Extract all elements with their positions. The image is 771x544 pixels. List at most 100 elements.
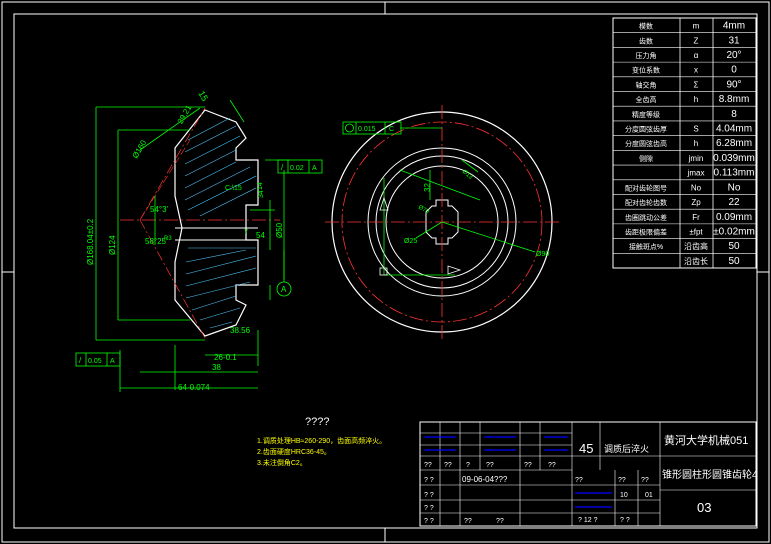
tb-part-name: 锥形圆柱形圆锥齿轮4 <box>662 468 758 481</box>
note-line-1: 1.调质处理HB≈260-290，齿面高频淬火。 <box>257 436 386 445</box>
dim-slant: Ø160 <box>131 138 149 160</box>
param-val-3: 0 <box>731 65 737 76</box>
front-callout-frame: 0.015 C <box>342 121 402 135</box>
tb-sheets-a: ? 12 ? <box>578 517 598 524</box>
tb-mark-11: ?? <box>464 518 472 525</box>
tb-drawing-no: 03 <box>697 500 711 515</box>
param-sym-0: m <box>693 22 700 31</box>
tb-mark-7: ? ? <box>424 477 434 484</box>
param-name-15: 接触斑点% <box>629 242 663 251</box>
section-dim-lines <box>95 99 290 392</box>
tb-treatment: 调质后淬火 <box>604 443 649 454</box>
param-name-8: 分度圆弦齿高 <box>625 139 667 148</box>
dim-face-angle: 58°25' <box>145 237 168 246</box>
tolerance-frame-1: / 0.02 A <box>277 159 323 174</box>
datum-a: A <box>276 250 292 297</box>
tol1-sym: / <box>281 163 284 172</box>
tb-mark-5: ?? <box>524 462 532 469</box>
param-name-4: 轴交角 <box>636 80 657 89</box>
param-name-7: 分度圆弦齿厚 <box>625 125 667 134</box>
root-cone-line <box>139 139 191 221</box>
front-view: 0.015 C 32 Ø25 Ø90 Ø70 Ø13 <box>325 105 560 340</box>
param-sym-9: jmin <box>688 154 704 163</box>
param-sym-1: Z <box>694 36 699 45</box>
param-sym-8: h <box>694 139 698 148</box>
dim-bore: Ø50 <box>275 222 284 238</box>
param-sym-14: ±fpt <box>689 227 703 236</box>
param-name-0: 模数 <box>639 22 653 31</box>
dim-pitch-d: Ø124 <box>108 235 117 255</box>
param-val-14: ±0.02mm <box>713 226 755 237</box>
param-val-10: 0.113mm <box>714 168 755 179</box>
dim-root-angle: 54°3' <box>150 205 169 214</box>
title-block: 45 调质后淬火 黄河大学机械051 锥形圆柱形圆锥齿轮4 03 09-06-0… <box>419 421 758 527</box>
param-name-1: 齿数 <box>639 36 653 45</box>
pitch-cone-line-bottom <box>139 219 206 339</box>
tb-mark-8: ? ? <box>424 492 434 499</box>
spline-bore <box>425 199 459 245</box>
param-val-4: 90° <box>726 79 741 90</box>
param-sym-7: S <box>693 125 698 134</box>
tb-scale-label-2: ?? <box>618 477 626 484</box>
dim-thread: C:\15 <box>225 185 242 192</box>
front-dim-lines <box>383 127 536 276</box>
tb-mark-12: ?? <box>496 518 504 525</box>
dim-26: 26-0.1 <box>214 353 237 362</box>
view-arrow-up <box>379 196 389 211</box>
param-sym-12: Zp <box>691 198 701 207</box>
tech-notes: ???? 1.调质处理HB≈260-290，齿面高频淬火。 2.齿面硬度HRC3… <box>257 416 386 467</box>
param-val-1: 31 <box>728 35 740 46</box>
param-sym-13: Fr <box>692 213 700 222</box>
dim-7: 7 <box>244 229 248 236</box>
section-view: 15 29.21 Ø160 54°3' 58°25' R3 Ø168.04±0.… <box>75 89 323 392</box>
tb-scale-label-1: ?? <box>575 477 583 484</box>
tol2-ref: A <box>110 358 115 365</box>
param-val-8: 6.28mm <box>716 138 752 149</box>
param-val-5: 8.8mm <box>719 94 750 105</box>
param-val-15: 50 <box>728 241 740 252</box>
param-sym-16: 沿齿长 <box>684 256 708 266</box>
param-val-13: 0.09mm <box>716 212 752 223</box>
tb-mark-9: ? ? <box>424 505 434 512</box>
param-val-0: 4mm <box>723 21 745 32</box>
param-sym-5: h <box>694 95 698 104</box>
pitch-cone-line-top <box>139 107 206 221</box>
tb-school: 黄河大学机械051 <box>664 433 748 447</box>
section-hatching <box>184 117 257 329</box>
dim-od: Ø168.04±0.2 <box>86 218 95 265</box>
dim-hub: R3 <box>164 236 172 242</box>
tb-sheets-b: ? ? <box>620 517 630 524</box>
dim-70: Ø70 <box>417 205 430 216</box>
hub-circle <box>367 147 517 297</box>
param-name-14: 齿距极限偏差 <box>625 227 667 236</box>
tb-mark-3: ? <box>466 462 470 469</box>
tol2-sym: / <box>79 356 82 365</box>
tol1-ref: A <box>312 165 317 172</box>
dim-90: Ø90 <box>536 251 549 258</box>
tol2-val: 0.05 <box>88 358 102 365</box>
tb-weight: 01 <box>645 492 653 499</box>
param-name-5: 全齿高 <box>636 95 657 104</box>
tb-scale-label-3: ?? <box>641 477 649 484</box>
callout-ref: C <box>389 126 394 133</box>
tb-mark-4: ?? <box>486 462 494 469</box>
param-name-3: 变位系数 <box>632 66 660 75</box>
dim-38: 38 <box>212 363 221 372</box>
param-name-2: 压力角 <box>636 51 657 60</box>
tol1-val: 0.02 <box>290 165 304 172</box>
notes-heading: ???? <box>305 416 329 428</box>
dim-bottom: 38.56 <box>230 326 251 335</box>
tb-mark-6: ?? <box>548 462 556 469</box>
tb-date: 09-06-04??? <box>462 475 508 484</box>
tb-mark-2: ?? <box>444 462 452 469</box>
param-sym-15: 沿齿高 <box>684 241 708 251</box>
param-sym-2: α <box>694 51 699 60</box>
param-name-12: 配对齿轮齿数 <box>625 198 667 207</box>
corner-marker <box>379 267 388 276</box>
datum-label: A <box>281 285 287 294</box>
dim-32: 32 <box>423 183 432 192</box>
tolerance-frame-2: / 0.05 A <box>75 352 121 367</box>
param-val-12: 22 <box>728 197 740 208</box>
